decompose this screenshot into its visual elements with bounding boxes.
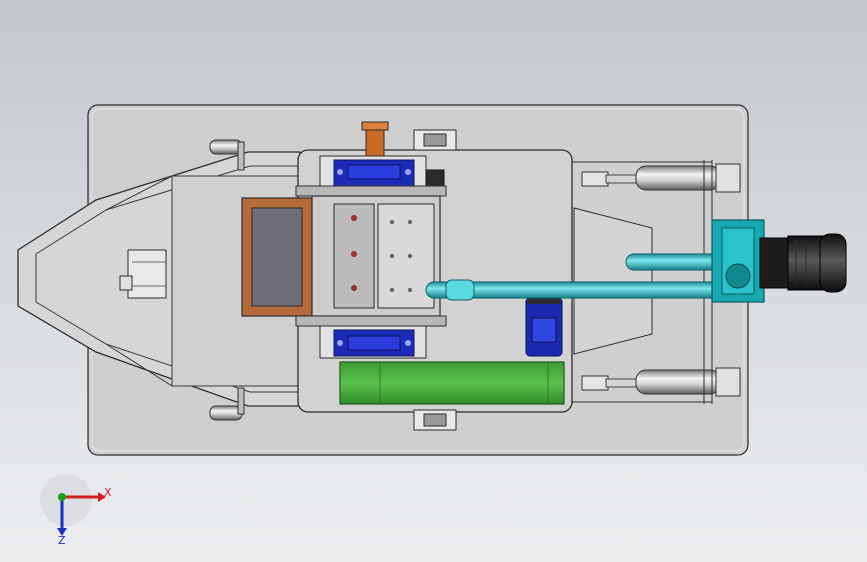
z-axis-label: Z: [58, 534, 66, 547]
view-orientation-triad[interactable]: X Z: [40, 474, 112, 547]
y-axis-dot: [58, 493, 66, 501]
clamp-bottom[interactable]: [413, 409, 457, 431]
stern-recess[interactable]: [573, 207, 653, 355]
clamp-top[interactable]: [413, 129, 457, 151]
hydraulic-cylinder-top[interactable]: [581, 163, 741, 193]
bow-bearing[interactable]: [119, 249, 167, 299]
x-axis-label: X: [104, 486, 112, 499]
feed-hopper[interactable]: [241, 197, 313, 317]
belt-guard[interactable]: [339, 361, 565, 405]
lower-drive-motor[interactable]: [319, 325, 427, 359]
pump-unit[interactable]: [711, 219, 789, 303]
roller-top-left[interactable]: [209, 139, 245, 171]
crusher-chamber[interactable]: [295, 185, 447, 327]
roller-bottom-left[interactable]: [209, 387, 245, 421]
x-axis-arrowhead: [98, 492, 106, 502]
upper-drive-motor[interactable]: [319, 155, 427, 189]
discharge-pipe[interactable]: [425, 253, 725, 301]
hydraulic-cylinder-bottom[interactable]: [581, 367, 741, 397]
auxiliary-motor[interactable]: [525, 296, 563, 357]
z-axis-arrowhead: [57, 528, 67, 536]
pump-motor[interactable]: [787, 233, 847, 293]
